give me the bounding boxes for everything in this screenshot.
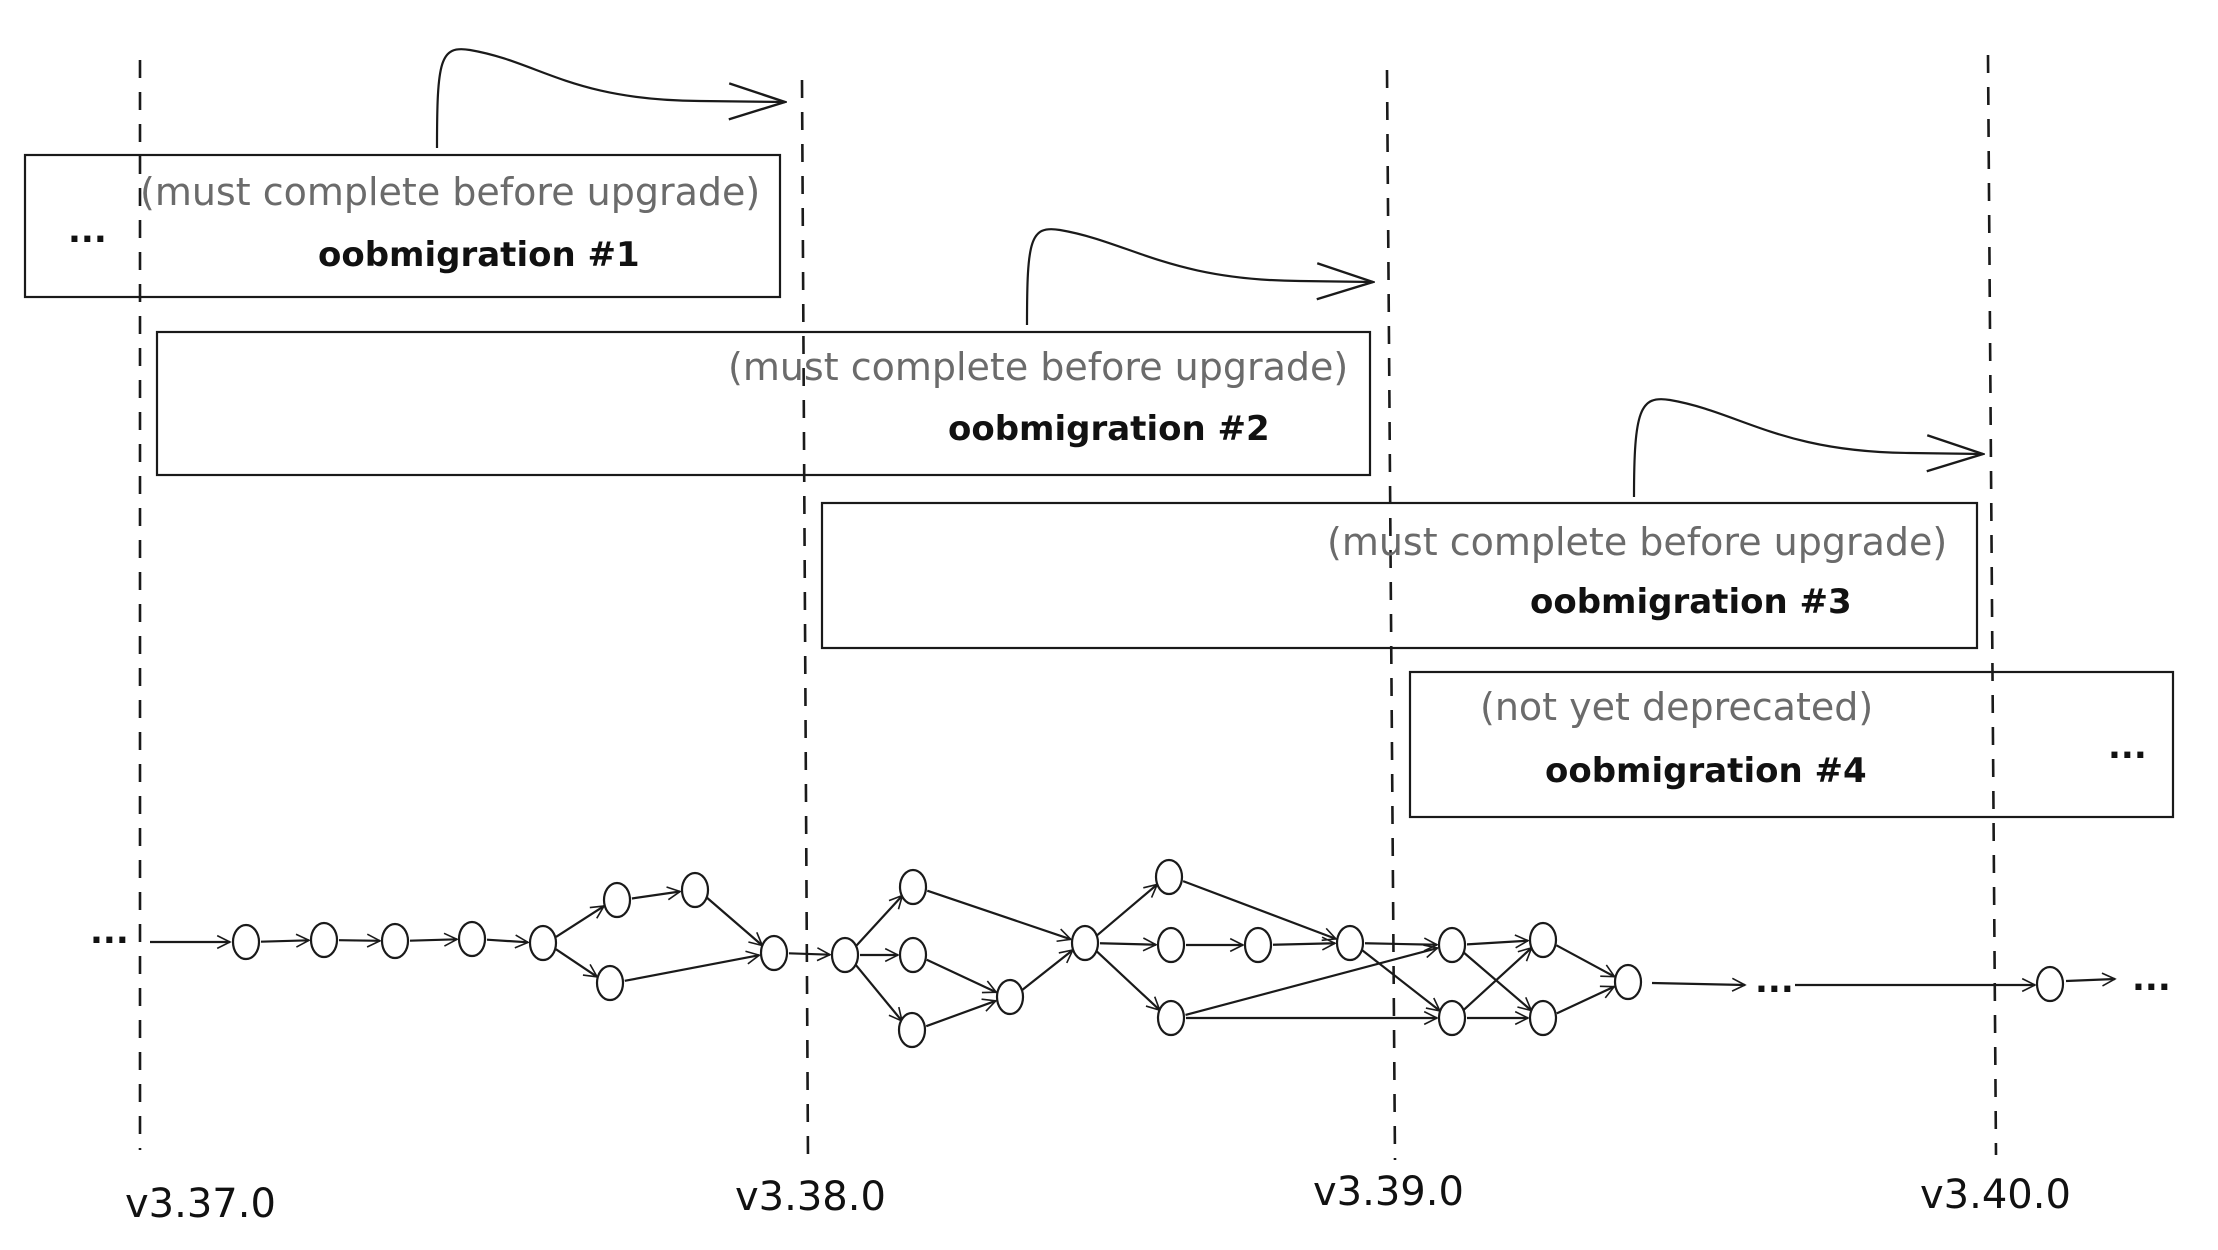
commit-node [231, 923, 261, 961]
migration-1-ellipsis: ... [68, 211, 107, 251]
commit-node [309, 921, 339, 959]
commit-edge [1651, 983, 1745, 985]
commit-node [1156, 926, 1186, 964]
commit-node [898, 936, 928, 974]
commit-node [898, 868, 928, 906]
commit-node [1335, 924, 1365, 962]
commit-edge [1021, 950, 1073, 991]
commit-edge [1095, 950, 1159, 1010]
commit-edge [1462, 951, 1532, 1011]
version-label-v3-40: v3.40.0 [1920, 1172, 2071, 1218]
graph-ellipsis-start: ... [90, 912, 129, 952]
commit-edge [1099, 943, 1156, 944]
graph-edges [150, 880, 2115, 1028]
version-label-v3-37: v3.37.0 [125, 1181, 276, 1227]
migration-4-title: oobmigration #4 [1545, 751, 1867, 791]
commit-node [1156, 999, 1186, 1037]
migration-1-arrow [435, 48, 785, 149]
commit-node [602, 881, 632, 919]
commit-edge [788, 953, 830, 954]
commit-edge [631, 892, 680, 899]
commit-edge [854, 963, 902, 1021]
commit-edge [925, 1001, 996, 1028]
commit-edge [706, 896, 763, 945]
migration-3-title: oobmigration #3 [1530, 582, 1852, 622]
commit-node [1154, 858, 1184, 896]
commit-node [1613, 963, 1643, 1001]
commit-edge [486, 940, 528, 943]
commit-edge [409, 939, 457, 940]
commit-node [2035, 965, 2065, 1003]
migration-3-arrow [1632, 398, 1983, 498]
commit-edge [1185, 948, 1438, 1017]
commit-edge [2065, 979, 2115, 981]
migration-box-3: (must complete before upgrade) oobmigrat… [820, 501, 1979, 650]
commit-node [1243, 926, 1273, 964]
commit-edge [926, 958, 996, 992]
version-line-v3-38 [800, 79, 810, 1161]
commit-node [595, 964, 625, 1002]
commit-edge [555, 906, 604, 938]
migration-box-4: (not yet deprecated) oobmigration #4 ... [1408, 670, 2175, 819]
commit-edge [1556, 987, 1614, 1015]
version-label-v3-39: v3.39.0 [1313, 1169, 1464, 1215]
commit-edge [1555, 944, 1614, 978]
commit-edge [1466, 941, 1528, 945]
migration-2-note: (must complete before upgrade) [728, 345, 1348, 389]
commit-node [1528, 921, 1558, 959]
commit-node [1070, 924, 1100, 962]
commit-edge [1272, 943, 1335, 944]
migration-2-arrow [1025, 228, 1373, 326]
commit-node [995, 978, 1025, 1016]
commit-node [1528, 999, 1558, 1037]
commit-edge [260, 940, 309, 941]
commit-node [1437, 926, 1467, 964]
migration-3-note: (must complete before upgrade) [1327, 520, 1947, 564]
commit-edge [926, 889, 1070, 940]
commit-edge [1462, 948, 1531, 1012]
commit-node [680, 871, 710, 909]
commit-node [380, 922, 410, 960]
commit-edge [1182, 880, 1336, 939]
migration-2-title: oobmigration #2 [948, 409, 1270, 449]
commit-node [759, 934, 789, 972]
commit-edge [854, 895, 903, 948]
graph-ellipsis-end: ... [2132, 959, 2171, 999]
commit-edge [338, 940, 380, 941]
migration-1-note: (must complete before upgrade) [140, 170, 760, 214]
commit-edge [624, 955, 759, 982]
graph-nodes [231, 858, 2065, 1049]
version-line-v3-40 [1986, 54, 1998, 1156]
commit-node [897, 1011, 927, 1049]
commit-node [1437, 999, 1467, 1037]
migration-box-1: (must complete before upgrade) oobmigrat… [23, 153, 782, 299]
graph-ellipsis-middle: ... [1755, 961, 1794, 1001]
commit-edge [555, 948, 597, 977]
migration-1-title: oobmigration #1 [318, 235, 640, 275]
version-line-v3-39 [1385, 69, 1397, 1161]
commit-edge [1364, 943, 1437, 945]
commit-edge [1096, 884, 1157, 937]
commit-graph: ... ... ... [90, 858, 2171, 1049]
migration-box-2: (must complete before upgrade) oobmigrat… [155, 330, 1372, 477]
version-label-v3-38: v3.38.0 [735, 1174, 886, 1220]
commit-edge [1361, 949, 1440, 1011]
migration-4-note: (not yet deprecated) [1480, 685, 1873, 729]
migration-4-ellipsis: ... [2108, 727, 2147, 767]
commit-node [457, 920, 487, 958]
commit-node [528, 924, 558, 962]
commit-node [830, 936, 860, 974]
